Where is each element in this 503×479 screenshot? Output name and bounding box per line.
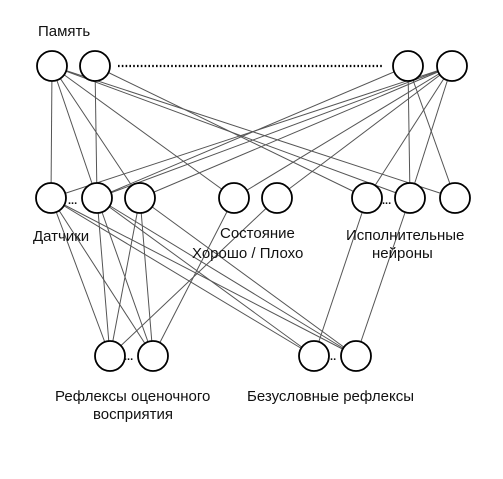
- connection-s3-r2: [139, 197, 154, 357]
- executors-ellipsis: ...: [382, 195, 391, 207]
- connection-m4-st1: [233, 65, 453, 199]
- sensors-ellipsis: ...: [68, 195, 77, 207]
- connection-st2-r1: [109, 197, 278, 357]
- eval-reflexes-label-line1: Рефлексы оценочного: [55, 388, 210, 405]
- connection-s2-u2: [96, 197, 357, 357]
- state-label-line2: Хорошо / Плохо: [192, 245, 303, 262]
- neuron-node-m1: [36, 50, 68, 82]
- neuron-node-u1: [298, 340, 330, 372]
- executors-label-line2: нейроны: [372, 245, 433, 262]
- connection-e2-u2: [355, 197, 411, 357]
- neuron-node-st2: [261, 182, 293, 214]
- connection-m1-s2: [51, 65, 98, 199]
- connection-m2-e1: [94, 65, 368, 199]
- neuron-node-r1: [94, 340, 126, 372]
- neuron-node-u2: [340, 340, 372, 372]
- connection-m3-e3: [407, 65, 456, 199]
- memory-label: Память: [38, 23, 90, 40]
- neuron-node-st1: [218, 182, 250, 214]
- connection-m1-s1: [50, 65, 53, 199]
- connection-m4-st2: [276, 65, 453, 199]
- sensors-label: Датчики: [33, 228, 89, 245]
- neuron-node-e3: [439, 182, 471, 214]
- connection-s2-r1: [96, 197, 111, 357]
- connection-s1-u2: [50, 197, 357, 357]
- connection-s1-r1: [50, 197, 111, 357]
- neuron-node-e2: [394, 182, 426, 214]
- neuron-node-r2: [137, 340, 169, 372]
- eval-reflexes-ellipsis: ...: [124, 351, 133, 363]
- connection-lines: [50, 65, 456, 357]
- connection-m3-e2: [407, 65, 411, 199]
- connection-s2-u1: [96, 197, 315, 357]
- neuron-node-m3: [392, 50, 424, 82]
- neuron-nodes: [35, 50, 471, 372]
- connection-m4-s2: [96, 65, 453, 199]
- neuron-node-s1: [35, 182, 67, 214]
- connection-s3-r1: [109, 197, 141, 357]
- unconditioned-ellipsis: ...: [327, 351, 336, 363]
- state-label-line1: Состояние: [220, 225, 295, 242]
- connection-s3-u2: [139, 197, 357, 357]
- unconditioned-reflexes-label: Безусловные рефлексы: [247, 388, 414, 405]
- connection-m1-st1: [51, 65, 235, 199]
- connection-m3-s2: [96, 65, 409, 199]
- connection-e1-u1: [313, 197, 368, 357]
- connection-m2-s2: [94, 65, 98, 199]
- neuron-node-m4: [436, 50, 468, 82]
- eval-reflexes-label-line2: восприятия: [93, 406, 173, 423]
- connection-m4-s3: [139, 65, 453, 199]
- neuron-node-e1: [351, 182, 383, 214]
- neuron-node-m2: [79, 50, 111, 82]
- neuron-node-s3: [124, 182, 156, 214]
- connection-s1-u1: [50, 197, 315, 357]
- neuron-node-s2: [81, 182, 113, 214]
- executors-label-line1: Исполнительные: [346, 227, 464, 244]
- connection-s1-r2: [50, 197, 154, 357]
